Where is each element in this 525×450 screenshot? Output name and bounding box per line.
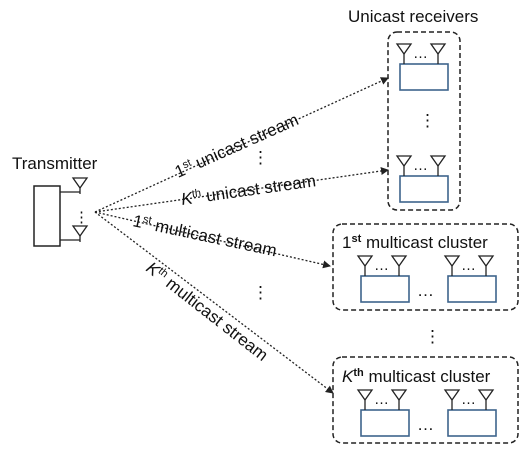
multicast-streams-ellipsis: ⋮ <box>252 283 269 302</box>
transmitter: ⋮ <box>33 177 89 247</box>
transmitter-antenna-ellipsis: ⋮ <box>74 209 89 226</box>
multicast-receiver: … <box>357 389 410 437</box>
first-multicast-stream-label: 1st multicast stream <box>131 211 278 260</box>
transmitter-label: Transmitter <box>12 154 98 173</box>
svg-text:…: … <box>461 257 476 274</box>
svg-text:…: … <box>413 157 428 174</box>
cluster-ellipsis: … <box>417 415 434 434</box>
kth-multicast-cluster-title: Kth multicast cluster <box>342 367 491 386</box>
unicast-receivers-ellipsis: ⋮ <box>419 111 436 130</box>
antenna-icon <box>396 155 412 173</box>
unicast-receivers-group <box>387 31 461 211</box>
kth-multicast-cluster <box>332 356 519 444</box>
first-unicast-arrow <box>94 77 389 213</box>
first-unicast-stream-label: 1st unicast stream <box>172 110 302 182</box>
svg-text:…: … <box>413 45 428 62</box>
first-multicast-arrow <box>94 211 331 269</box>
antenna-icon <box>391 389 407 407</box>
antenna-icon <box>478 255 494 273</box>
antenna-icon <box>396 43 412 61</box>
antenna-icon <box>357 389 373 407</box>
antenna-icon <box>357 255 373 273</box>
kth-unicast-arrow <box>94 167 389 213</box>
kth-multicast-stream-label: Kth multicast stream <box>143 258 272 365</box>
cluster-ellipsis: … <box>417 281 434 300</box>
svg-text:…: … <box>461 391 476 408</box>
antenna-icon <box>444 255 460 273</box>
antenna-icon <box>478 389 494 407</box>
svg-text:…: … <box>374 391 389 408</box>
multicast-receiver: … <box>444 255 497 303</box>
unicast-receiver: … <box>396 43 449 91</box>
unicast-receivers-title: Unicast receivers <box>348 7 478 26</box>
antenna-icon <box>444 389 460 407</box>
kth-multicast-arrow <box>94 211 334 394</box>
clusters-ellipsis: ⋮ <box>424 327 441 346</box>
antenna-icon <box>391 255 407 273</box>
kth-unicast-stream-label: Kth unicast stream <box>180 171 317 209</box>
first-multicast-cluster <box>332 223 519 311</box>
antenna-icon <box>430 155 446 173</box>
first-multicast-cluster-title: 1st multicast cluster <box>342 233 488 252</box>
unicast-streams-ellipsis: ⋮ <box>252 148 269 167</box>
multicast-receiver: … <box>357 255 410 303</box>
antenna-icon <box>430 43 446 61</box>
unicast-receiver: … <box>396 155 449 203</box>
svg-text:…: … <box>374 257 389 274</box>
multicast-receiver: … <box>444 389 497 437</box>
